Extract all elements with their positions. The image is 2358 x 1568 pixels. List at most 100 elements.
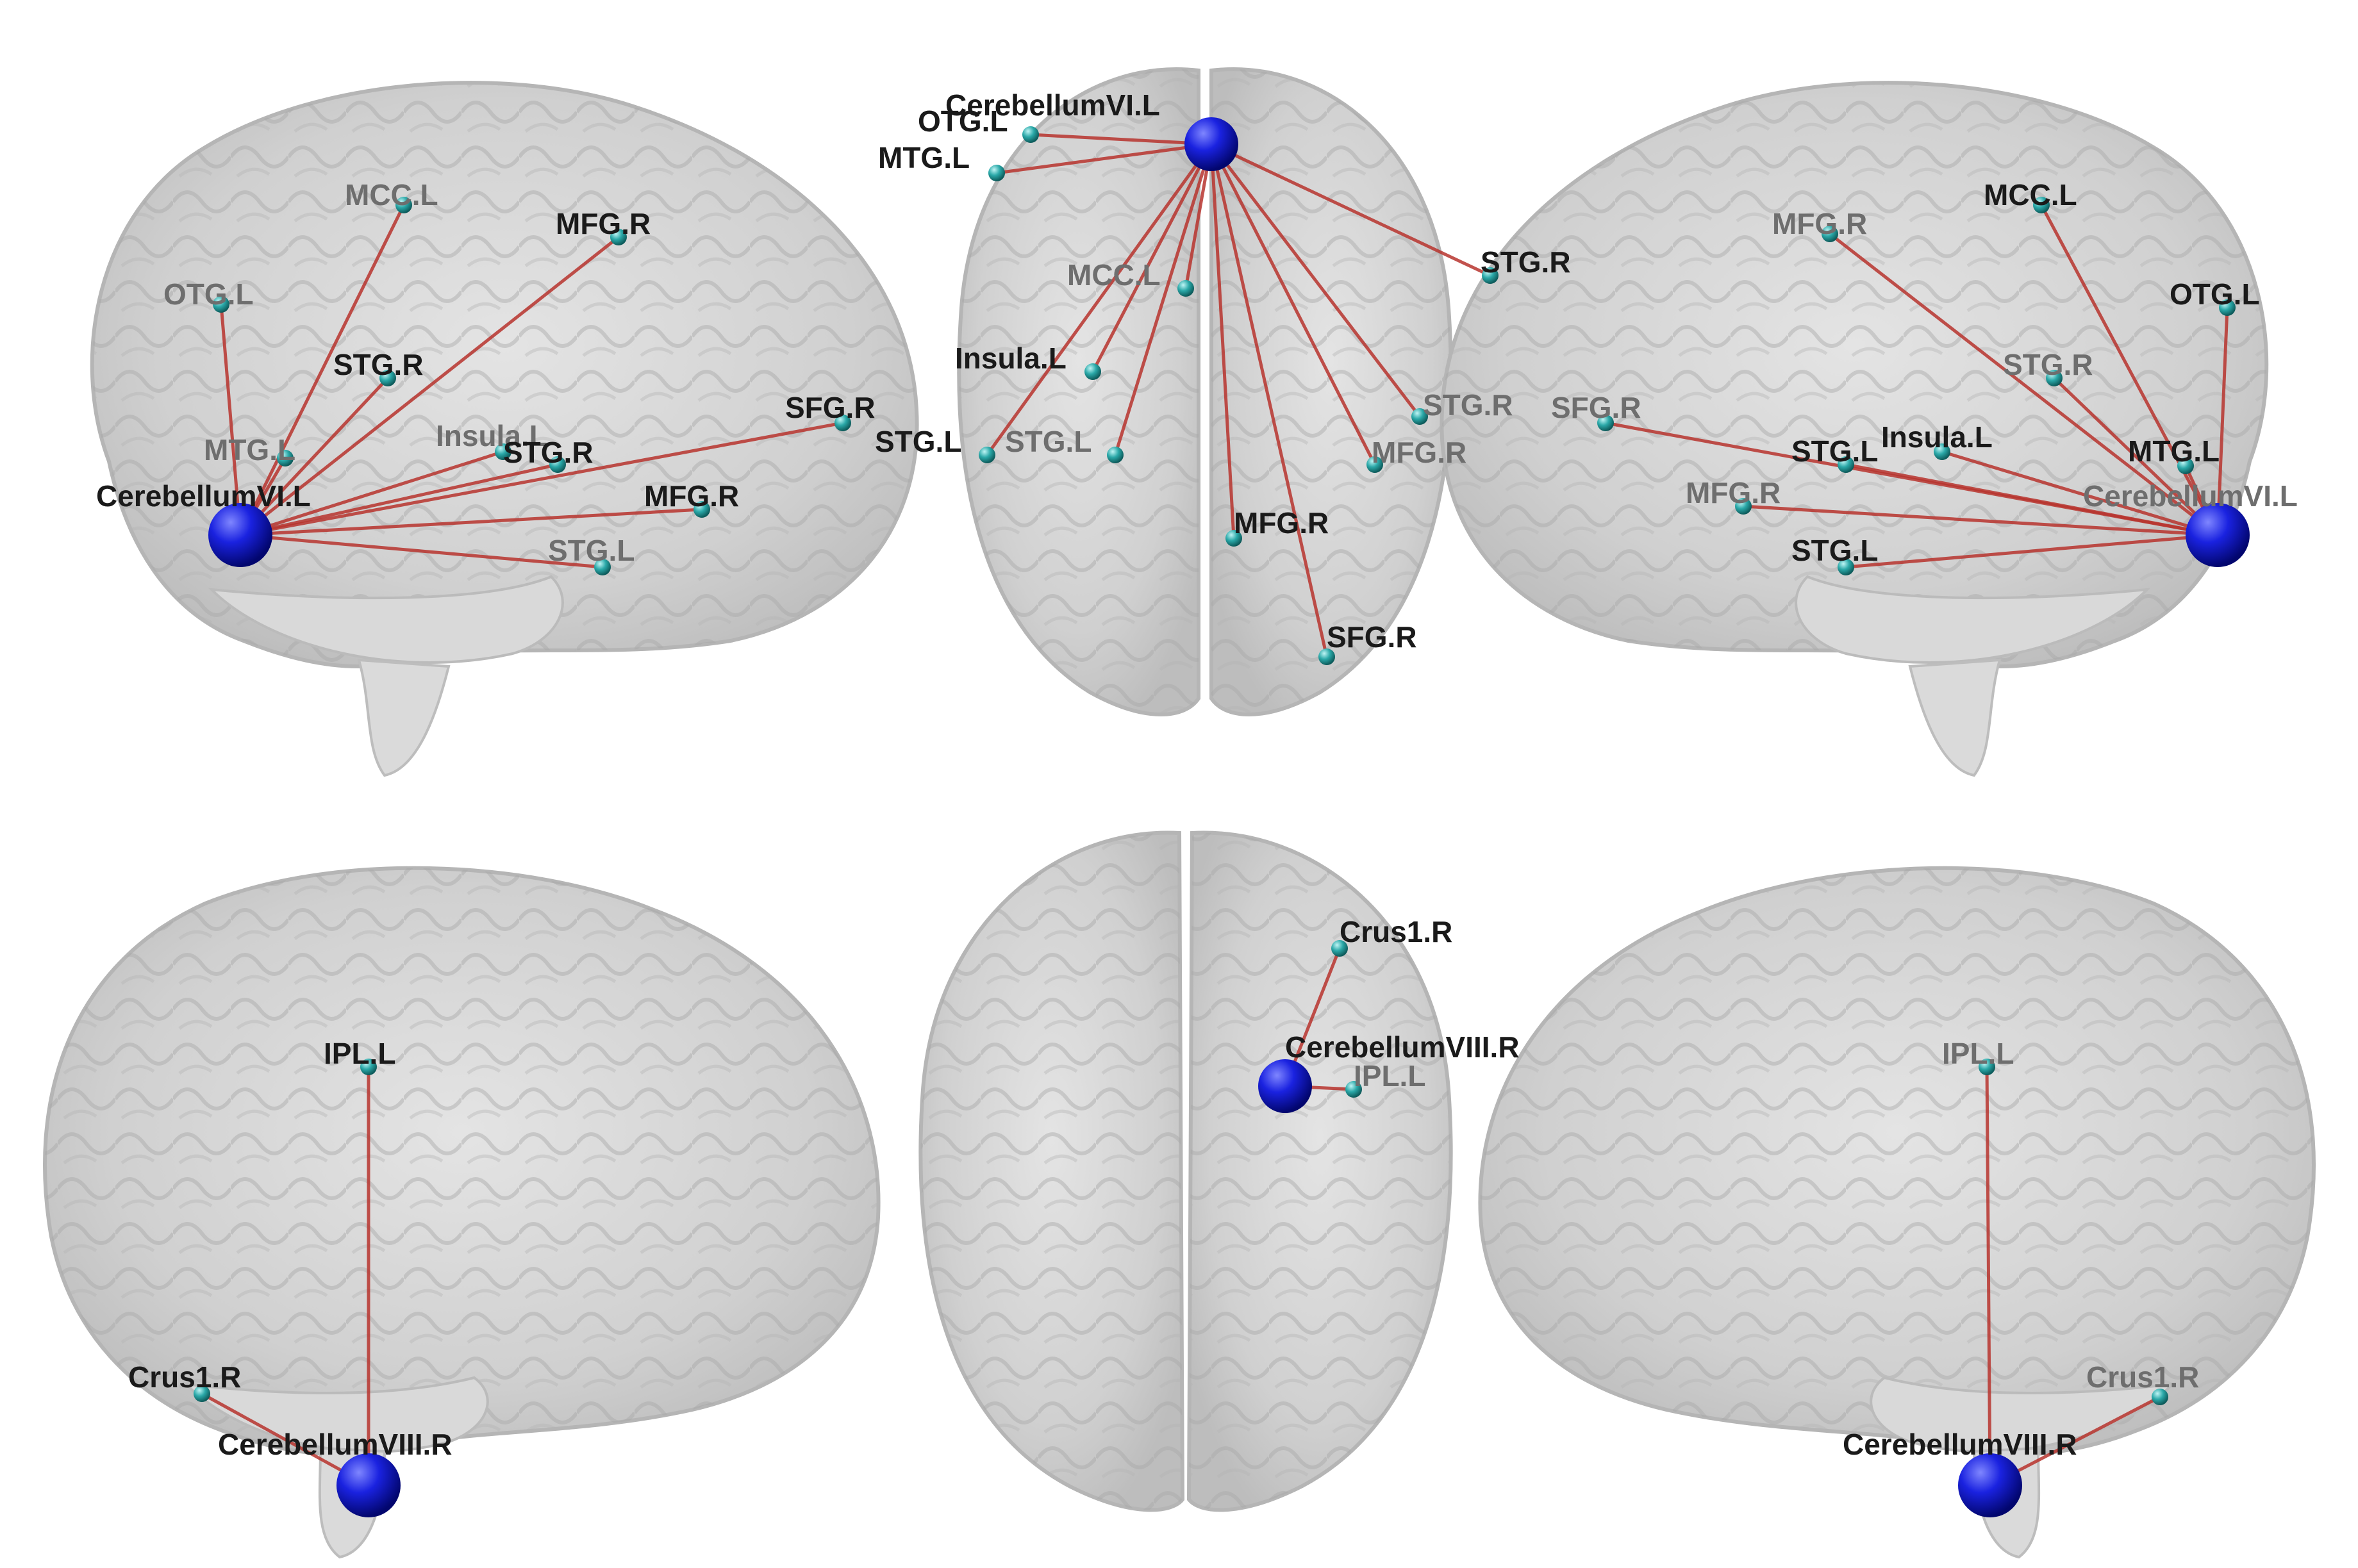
region-node (834, 415, 851, 431)
bottom-left-lateral-brain (43, 866, 881, 1559)
bottom-right-lateral-brain (1478, 866, 2316, 1559)
edge (1113, 142, 1213, 457)
edge (1209, 142, 1329, 659)
node-label: Crus1.R (1340, 915, 1452, 948)
edge (1209, 142, 1422, 418)
edge (238, 450, 505, 537)
region-node (213, 296, 229, 313)
node-label: Crus1.R (2086, 1360, 2199, 1394)
region-node (379, 370, 396, 386)
region-node (1318, 648, 1335, 665)
region-node (2046, 370, 2063, 386)
hub-node (2186, 503, 2250, 567)
node-label: MFG.R (1234, 506, 1329, 540)
edge (1741, 504, 2220, 537)
top-left-lateral-brain (90, 81, 919, 777)
node-label: STG.R (333, 348, 424, 381)
node-label: STG.R (1481, 245, 1571, 279)
region-node (2219, 299, 2236, 316)
node-label: MFG.R (556, 207, 651, 240)
region-node (360, 1059, 377, 1075)
region-node (395, 197, 412, 213)
node-label: STG.L (1791, 534, 1878, 567)
region-node (594, 559, 611, 575)
bottom-right-network: IPL.L Crus1.R CerebellumVIII.R (1843, 1037, 2199, 1517)
edge (1029, 133, 1213, 146)
top-axial-network: CerebellumVI.L OTG.L MTG.L STG.R MCC.L I… (875, 88, 1571, 665)
node-label: MTG.L (878, 141, 970, 174)
node-label: CerebellumVIII.R (1285, 1030, 1520, 1064)
region-node (1084, 363, 1101, 380)
node-label: Insula.L (436, 419, 547, 452)
node-label: OTG.L (163, 277, 254, 311)
hub-node (336, 1453, 401, 1517)
region-node (693, 501, 710, 518)
edge (238, 376, 390, 537)
node-label: Insula.L (1881, 420, 1993, 454)
node-label: STG.L (548, 534, 635, 567)
region-node (1735, 498, 1752, 515)
edge (1209, 142, 1377, 466)
region-node (549, 456, 566, 473)
edge (995, 142, 1213, 175)
region-node (1838, 456, 1854, 473)
node-label: MCC.L (345, 178, 438, 211)
edge (238, 421, 845, 537)
region-node (495, 443, 511, 460)
node-label: MFG.R (1772, 207, 1867, 240)
node-label: OTG.L (918, 104, 1008, 138)
region-node (988, 165, 1005, 181)
node-label: MFG.R (644, 479, 739, 513)
node-label: IPL.L (1942, 1037, 2014, 1070)
node-label: SFG.R (785, 391, 876, 424)
edge (238, 235, 620, 537)
edge (985, 142, 1213, 457)
hub-node (1258, 1059, 1312, 1113)
node-label: CerebellumVIII.R (218, 1428, 453, 1461)
edge (1209, 142, 1236, 540)
node-label: CerebellumVI.L (2083, 479, 2298, 513)
region-node (1107, 447, 1124, 463)
region-node (1022, 126, 1039, 143)
region-node (1225, 530, 1242, 547)
node-label: IPL.L (1354, 1059, 1425, 1093)
region-node (1411, 408, 1428, 425)
region-node (1934, 443, 1950, 460)
edge (238, 508, 704, 537)
region-node (2177, 458, 2194, 474)
edge (1828, 232, 2220, 537)
region-node (1331, 940, 1348, 957)
edge (2039, 203, 2220, 537)
hub-node (1184, 117, 1238, 171)
region-node (1838, 559, 1854, 575)
node-label: IPL.L (324, 1037, 395, 1070)
node-label: MCC.L (1067, 258, 1161, 292)
edge (238, 533, 604, 569)
region-node (1177, 280, 1194, 297)
node-label: STG.L (875, 425, 961, 458)
edge (2052, 376, 2220, 537)
edge (2216, 306, 2229, 537)
top-right-network: MCC.L MFG.R OTG.L STG.R SFG.R STG.L Insu… (1551, 178, 2298, 575)
node-label: STG.R (1423, 388, 1513, 422)
edge (1209, 142, 1492, 277)
region-node (1822, 226, 1838, 242)
node-label: MFG.R (1686, 476, 1781, 509)
region-node (1366, 456, 1383, 473)
region-node (979, 447, 995, 463)
top-right-lateral-brain (1440, 81, 2269, 777)
node-label: CerebellumVIII.R (1843, 1428, 2077, 1461)
edge (1844, 533, 2220, 569)
node-label: Insula.L (955, 342, 1067, 375)
top-left-network: MCC.L MFG.R OTG.L STG.R MTG.L Insula.L S… (96, 178, 876, 575)
edge (1940, 450, 2220, 537)
node-label: MTG.L (2128, 434, 2220, 468)
region-node (2152, 1389, 2168, 1405)
region-node (1345, 1081, 1362, 1098)
edge (1844, 463, 2220, 537)
edge (238, 463, 560, 537)
node-label: SFG.R (1327, 620, 1417, 654)
edge (1091, 142, 1213, 374)
bottom-left-network: IPL.L Crus1.R CerebellumVIII.R (128, 1037, 453, 1517)
